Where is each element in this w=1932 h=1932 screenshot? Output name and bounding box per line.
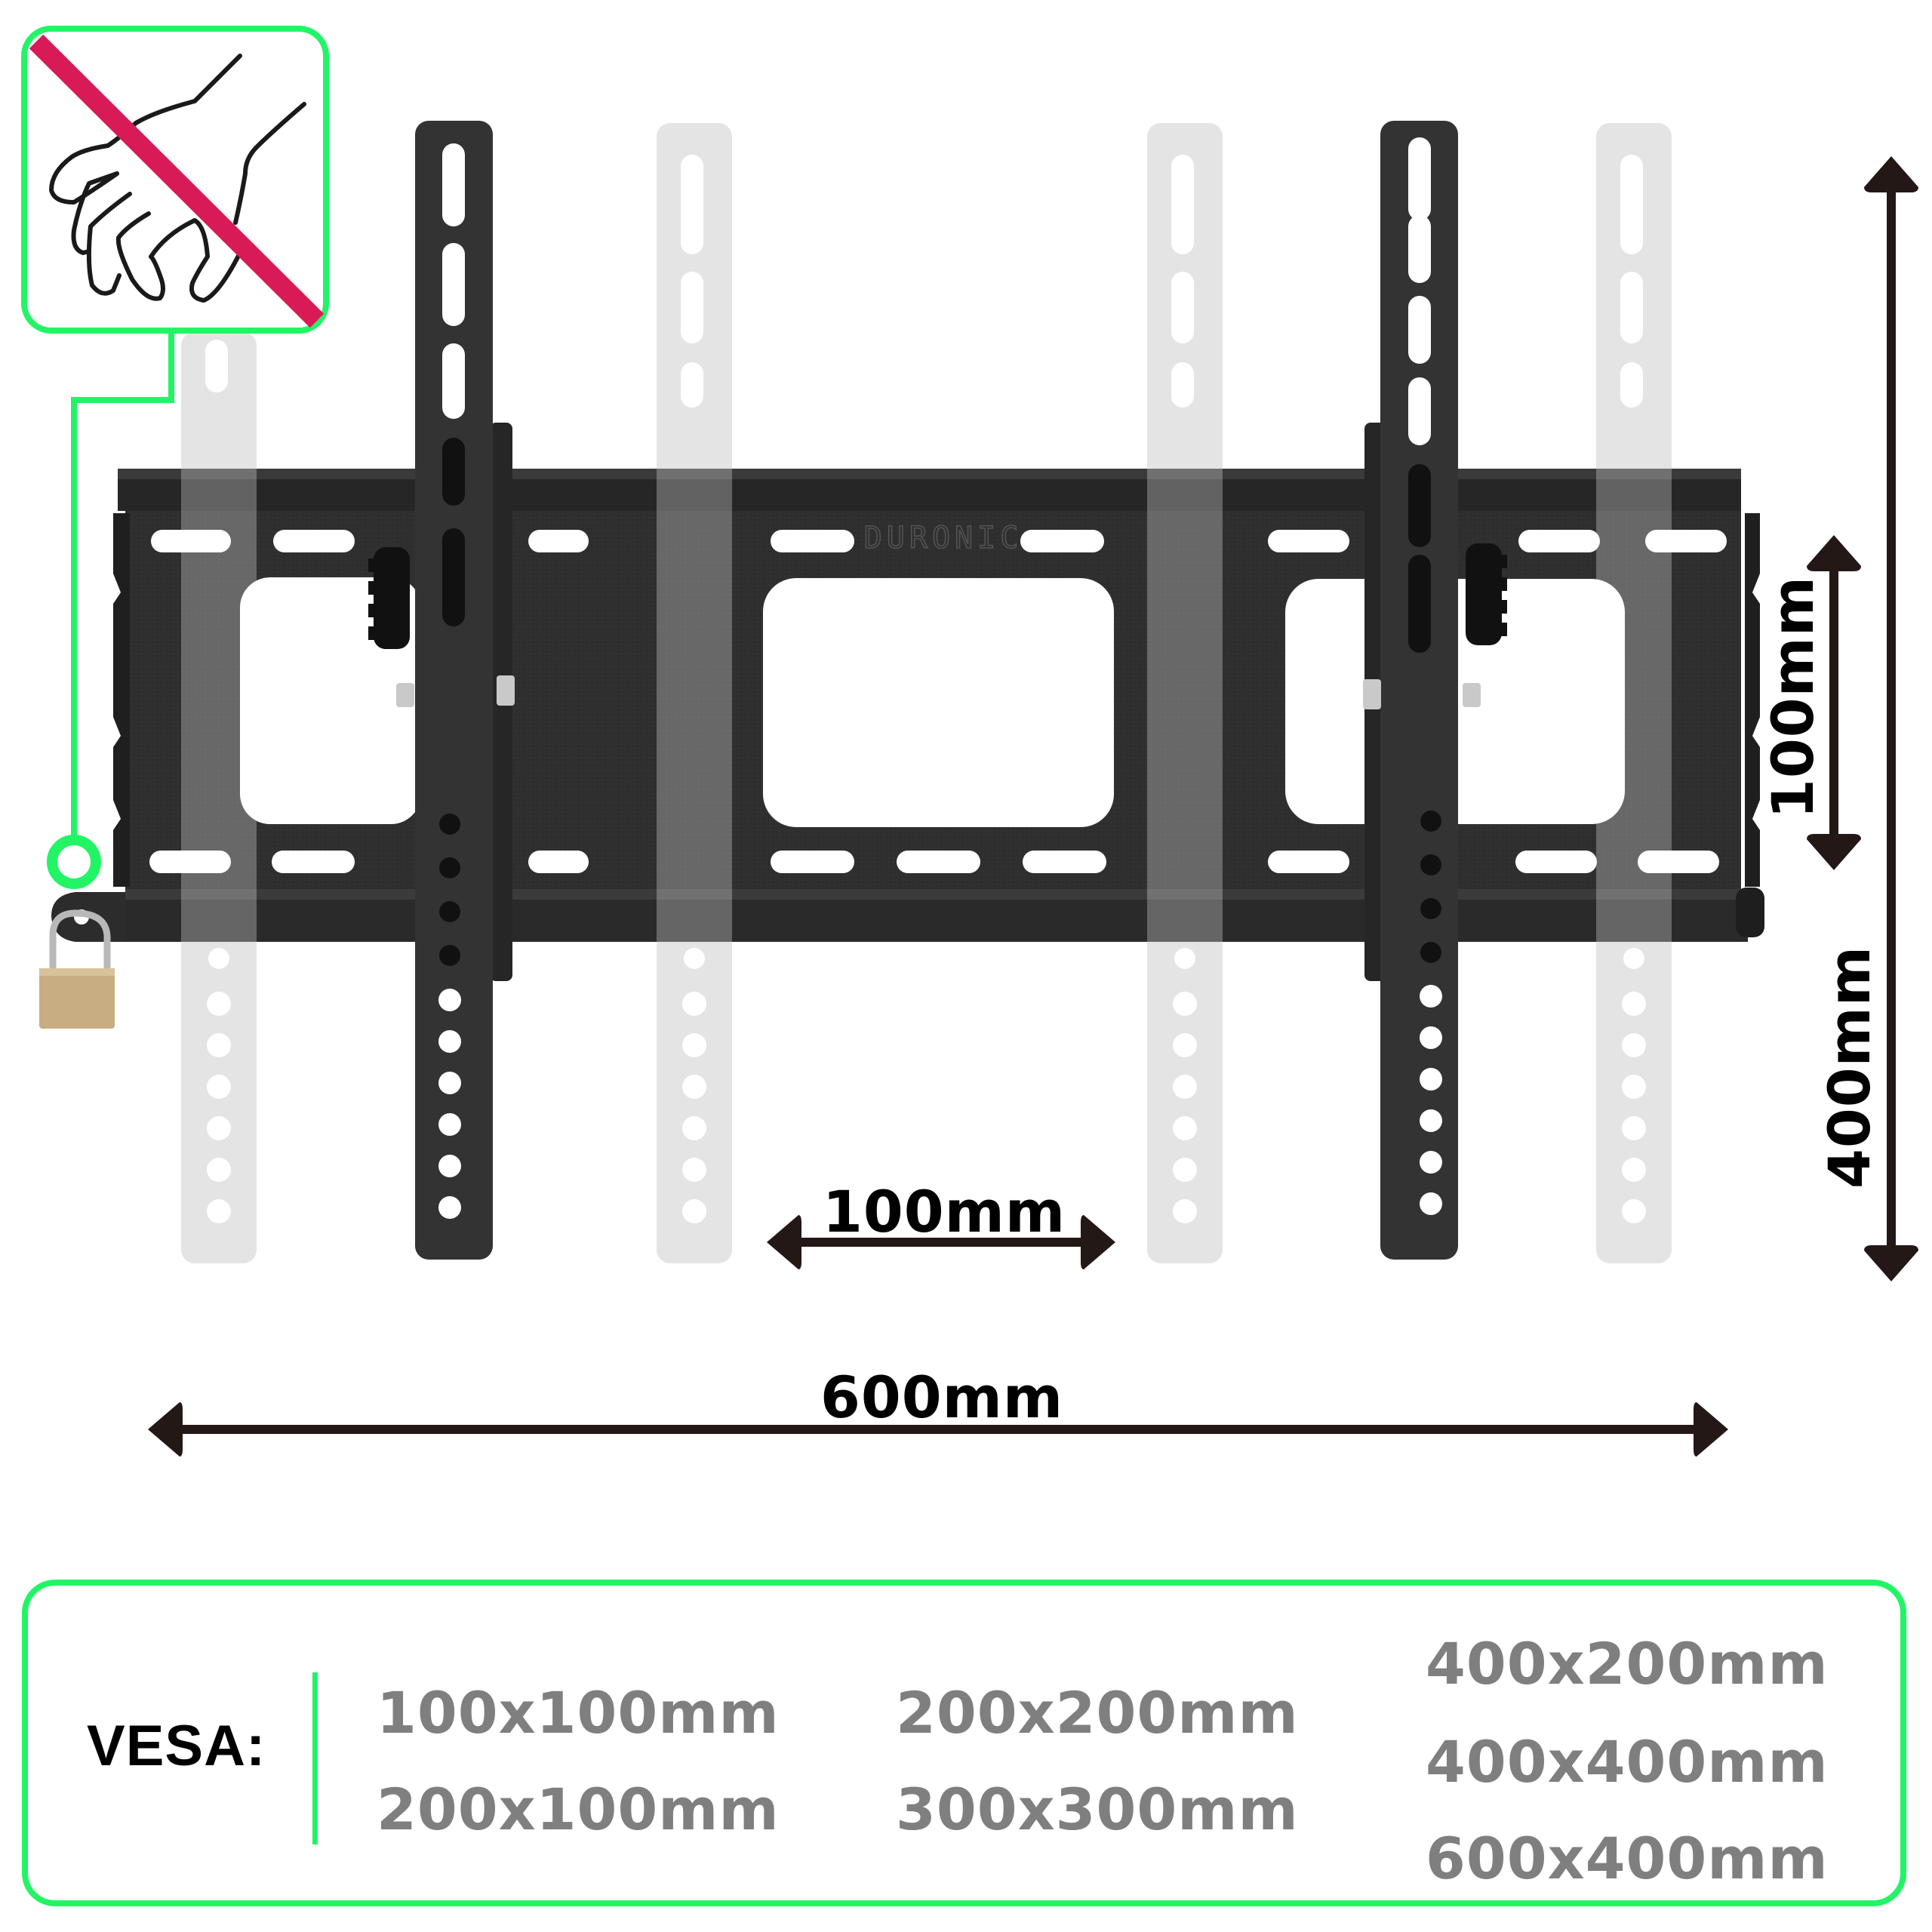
tilt-knob-icon [1466, 543, 1507, 645]
vesa-size-200x100: 200x100mm [377, 1776, 780, 1843]
tilt-knob-icon [368, 547, 410, 649]
dimension-label-400mm: 400mm [1816, 945, 1883, 1189]
vesa-size-400x400: 400x400mm [1426, 1728, 1829, 1795]
dark-arm-right [1363, 121, 1507, 1260]
vesa-label: VESA: [87, 1714, 266, 1778]
vesa-size-300x300: 300x300mm [896, 1776, 1299, 1843]
dimension-label-600mm: 600mm [820, 1364, 1064, 1431]
dark-arm-left [368, 121, 515, 1260]
vesa-divider [312, 1672, 318, 1844]
arrow-100mm-vertical [1807, 535, 1861, 870]
center-window [763, 578, 1114, 827]
arrow-400mm-vertical [1864, 156, 1918, 1281]
arrow-600mm-horizontal [148, 1402, 1728, 1457]
vesa-size-600x400: 600x400mm [1426, 1825, 1829, 1892]
vesa-compatibility-panel: VESA: 100x100mm 200x100mm 200x200mm 300x… [22, 1580, 1906, 1906]
vesa-size-200x200: 200x200mm [896, 1679, 1299, 1746]
arrow-100mm-horizontal [767, 1215, 1115, 1269]
dimension-label-100mm-vertical: 100mm [1759, 575, 1826, 819]
dimension-arrows [148, 156, 1918, 1457]
no-hand-icon [21, 26, 329, 334]
vesa-size-100x100: 100x100mm [377, 1679, 780, 1746]
vesa-size-400x200: 400x200mm [1426, 1630, 1829, 1697]
callout-connector [47, 334, 174, 889]
brand-emboss: DURONIC [864, 521, 1023, 555]
dimension-label-100mm-horizontal: 100mm [822, 1178, 1066, 1245]
padlock-icon [39, 909, 115, 1029]
